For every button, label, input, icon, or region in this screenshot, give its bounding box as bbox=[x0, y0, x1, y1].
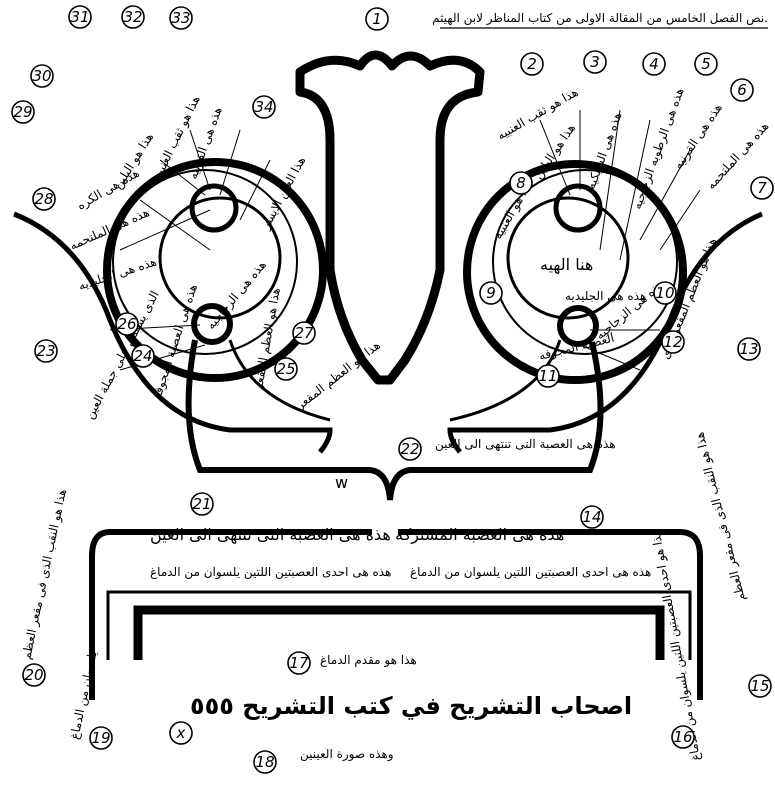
marker-23: 23 bbox=[35, 340, 57, 362]
marker-5: 5 bbox=[695, 53, 717, 75]
nose-bridge bbox=[300, 55, 480, 380]
marker-32: 32 bbox=[122, 6, 144, 28]
marker-25: 25 bbox=[275, 358, 297, 380]
svg-text:8: 8 bbox=[516, 174, 526, 192]
marker-20: 20 bbox=[23, 664, 45, 686]
marker-14: 14 bbox=[581, 506, 603, 528]
svg-text:10: 10 bbox=[655, 284, 674, 302]
svg-text:24: 24 bbox=[133, 347, 152, 365]
marker-31: 31 bbox=[69, 6, 91, 28]
label-19: يلسوان من الدماغ bbox=[67, 650, 100, 741]
marker-7: 7 bbox=[751, 177, 773, 199]
svg-text:x: x bbox=[176, 724, 186, 742]
svg-text:22: 22 bbox=[400, 440, 419, 458]
label-18: وهذه صورة العينين bbox=[300, 747, 394, 762]
svg-text:3: 3 bbox=[590, 53, 600, 71]
label-9: هنا الهيه bbox=[540, 255, 593, 275]
marker-2: 2 bbox=[521, 53, 543, 75]
label-6: هذه هى القرنيه bbox=[671, 101, 726, 172]
marker-24: 24 bbox=[132, 345, 154, 367]
svg-text:16: 16 bbox=[673, 728, 692, 746]
svg-text:7: 7 bbox=[757, 179, 767, 197]
svg-text:33: 33 bbox=[171, 9, 190, 27]
label-17: هذا هو مقدم الدماغ bbox=[320, 653, 417, 668]
label-26: هذه هى الزجاجيه bbox=[204, 258, 270, 333]
svg-text:2: 2 bbox=[527, 55, 537, 73]
signature-line: اصحاب التشريح في كتب التشريح ٥٥٥ bbox=[190, 692, 632, 720]
svg-text:17: 17 bbox=[289, 654, 309, 672]
svg-text:30: 30 bbox=[32, 67, 51, 85]
svg-text:15: 15 bbox=[750, 677, 769, 695]
marker-13: 13 bbox=[738, 338, 760, 360]
svg-text:20: 20 bbox=[24, 666, 43, 684]
marker-17: 17 bbox=[288, 652, 310, 674]
svg-text:26: 26 bbox=[117, 315, 136, 333]
svg-text:4: 4 bbox=[649, 55, 659, 73]
marker-22: 22 bbox=[399, 438, 421, 460]
svg-text:11: 11 bbox=[538, 367, 557, 385]
marker-16: 16 bbox=[672, 726, 694, 748]
nerve-left-label: هذه هى احدى العصبتين اللتين يلسوان من ال… bbox=[150, 565, 391, 580]
svg-text:23: 23 bbox=[36, 342, 55, 360]
svg-text:25: 25 bbox=[276, 360, 295, 378]
marker-10: 10 bbox=[654, 282, 676, 304]
label-21: هذه هى العصبة التى تنتهى الى العين bbox=[150, 525, 391, 545]
svg-text:9: 9 bbox=[486, 284, 496, 302]
svg-text:6: 6 bbox=[737, 81, 747, 99]
svg-text:29: 29 bbox=[13, 103, 32, 121]
svg-text:1: 1 bbox=[372, 10, 382, 28]
marker-21: 21 bbox=[191, 493, 213, 515]
svg-text:14: 14 bbox=[582, 508, 601, 526]
label-14: هذه هى العصبة المشتركه bbox=[395, 525, 564, 545]
marker-11: 11 bbox=[537, 365, 559, 387]
svg-text:5: 5 bbox=[701, 55, 711, 73]
svg-text:32: 32 bbox=[123, 8, 142, 26]
svg-text:21: 21 bbox=[192, 495, 211, 513]
right-eye bbox=[440, 164, 762, 470]
label-20: هذا هو النقب الذى فى مقعر العظم bbox=[19, 488, 70, 661]
marker-4: 4 bbox=[643, 53, 665, 75]
svg-text:13: 13 bbox=[739, 340, 758, 358]
marker-x: x bbox=[170, 722, 192, 744]
marker-6: 6 bbox=[731, 79, 753, 101]
svg-text:28: 28 bbox=[34, 190, 53, 208]
marker-26: 26 bbox=[116, 313, 138, 335]
svg-text:12: 12 bbox=[663, 333, 682, 351]
chiasm-mark: w bbox=[335, 473, 348, 492]
svg-text:31: 31 bbox=[70, 8, 89, 26]
marker-19: 19 bbox=[90, 727, 112, 749]
marker-27: 27 bbox=[293, 322, 315, 344]
label-5: هذه هى الرطوبه الزجاجيه bbox=[630, 86, 688, 211]
marker-1: 1 bbox=[366, 8, 388, 30]
svg-text:19: 19 bbox=[91, 729, 110, 747]
marker-29: 29 bbox=[12, 101, 34, 123]
nerve-right-label: هذه هى احدى العصبتين اللتين يلسوان من ال… bbox=[410, 565, 651, 580]
svg-text:34: 34 bbox=[254, 98, 273, 116]
svg-text:18: 18 bbox=[255, 753, 274, 771]
marker-3: 3 bbox=[584, 51, 606, 73]
svg-text:27: 27 bbox=[294, 324, 314, 342]
marker-9: 9 bbox=[480, 282, 502, 304]
marker-28: 28 bbox=[33, 188, 55, 210]
label-3: هذا هو البلين bbox=[531, 121, 579, 182]
marker-33: 33 bbox=[170, 7, 192, 29]
marker-34: 34 bbox=[253, 96, 275, 118]
marker-18: 18 bbox=[254, 751, 276, 773]
marker-12: 12 bbox=[662, 331, 684, 353]
optic-chiasm bbox=[200, 470, 590, 500]
marker-8: 8 bbox=[510, 172, 532, 194]
marker-30: 30 bbox=[31, 65, 53, 87]
label-22: هذه هى العصبة التى تنتهى الى العين bbox=[435, 437, 616, 452]
marker-15: 15 bbox=[749, 675, 771, 697]
label-4: هذه هى الشبكيه bbox=[584, 110, 625, 191]
page-title: نص الفصل الخامس من المقالة الاولى من كتا… bbox=[432, 11, 768, 26]
